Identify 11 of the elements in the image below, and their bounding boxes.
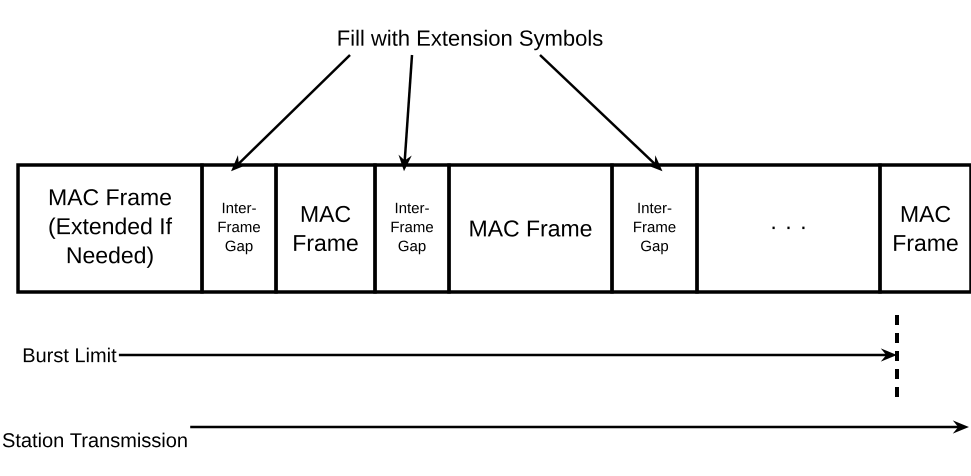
gap-cell: Inter-Frame Gap bbox=[373, 163, 451, 294]
label-text: Burst Limit bbox=[24, 348, 116, 362]
frame-cell: . . . bbox=[695, 163, 882, 294]
frame-cell: MAC Frame bbox=[274, 163, 377, 294]
frame-cell: MAC Frame (Extended If Needed) bbox=[16, 163, 204, 294]
gap-cell: Inter-Frame Gap bbox=[200, 163, 278, 294]
label-text: Fill with Extension Symbols bbox=[338, 30, 602, 50]
label-text: Station Transmission bbox=[2, 432, 187, 448]
frame-cell: MAC Frame bbox=[878, 163, 971, 294]
gap-cell: Inter-Frame Gap bbox=[610, 163, 699, 294]
frame-cell: MAC Frame bbox=[447, 163, 614, 294]
